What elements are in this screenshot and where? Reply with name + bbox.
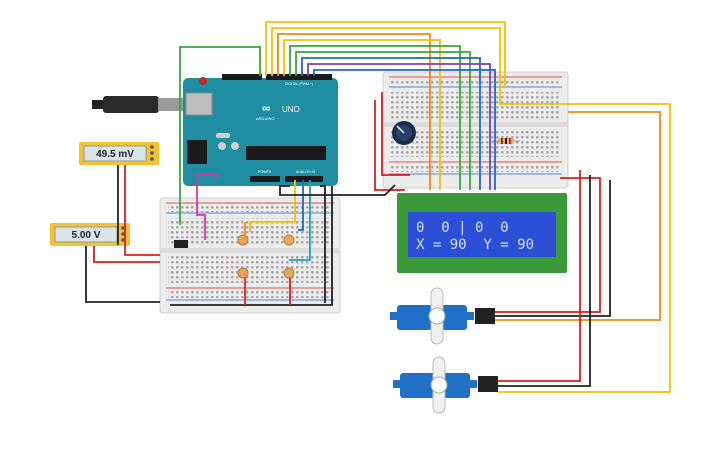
photoresistor-4: [283, 267, 295, 279]
multimeter-2: 5.00 V: [50, 223, 130, 246]
reset-button[interactable]: [199, 77, 207, 85]
breadboard-left: [159, 197, 341, 314]
power-pins-label: POWER: [258, 170, 272, 174]
multimeter-1: 49.5 mV: [79, 142, 159, 165]
lcd-line-2: X = 90 Y = 90: [416, 237, 534, 253]
servo-2: [393, 356, 498, 414]
arduino-uno: ∞ UNO ARDUINO DIGITAL (PWM ~) POWER ANAL…: [183, 74, 338, 186]
svg-text:∞: ∞: [262, 101, 271, 115]
atmega-chip: [246, 146, 326, 160]
servo-1: [390, 287, 495, 345]
resistor: [492, 138, 520, 144]
multimeter-1-reading: 49.5 mV: [96, 149, 134, 160]
photoresistor-3: [237, 267, 249, 279]
digital-pins-label: DIGITAL (PWM ~): [285, 82, 313, 86]
potentiometer[interactable]: [392, 121, 416, 145]
arduino-logo-text: ARDUINO: [256, 116, 274, 121]
arduino-model: UNO: [282, 105, 300, 114]
wires: [85, 21, 671, 393]
slide-switch[interactable]: [174, 240, 188, 248]
lcd-line-1: 0 0 | 0 0: [416, 220, 509, 236]
lcd-display: 0 0 | 0 0 X = 90 Y = 90: [397, 193, 567, 273]
analog-pins-label: ANALOG IN: [296, 170, 316, 174]
photoresistor-1: [237, 234, 249, 246]
usb-cable: [92, 96, 186, 113]
photoresistor-2: [283, 234, 295, 246]
multimeter-2-reading: 5.00 V: [72, 230, 101, 241]
